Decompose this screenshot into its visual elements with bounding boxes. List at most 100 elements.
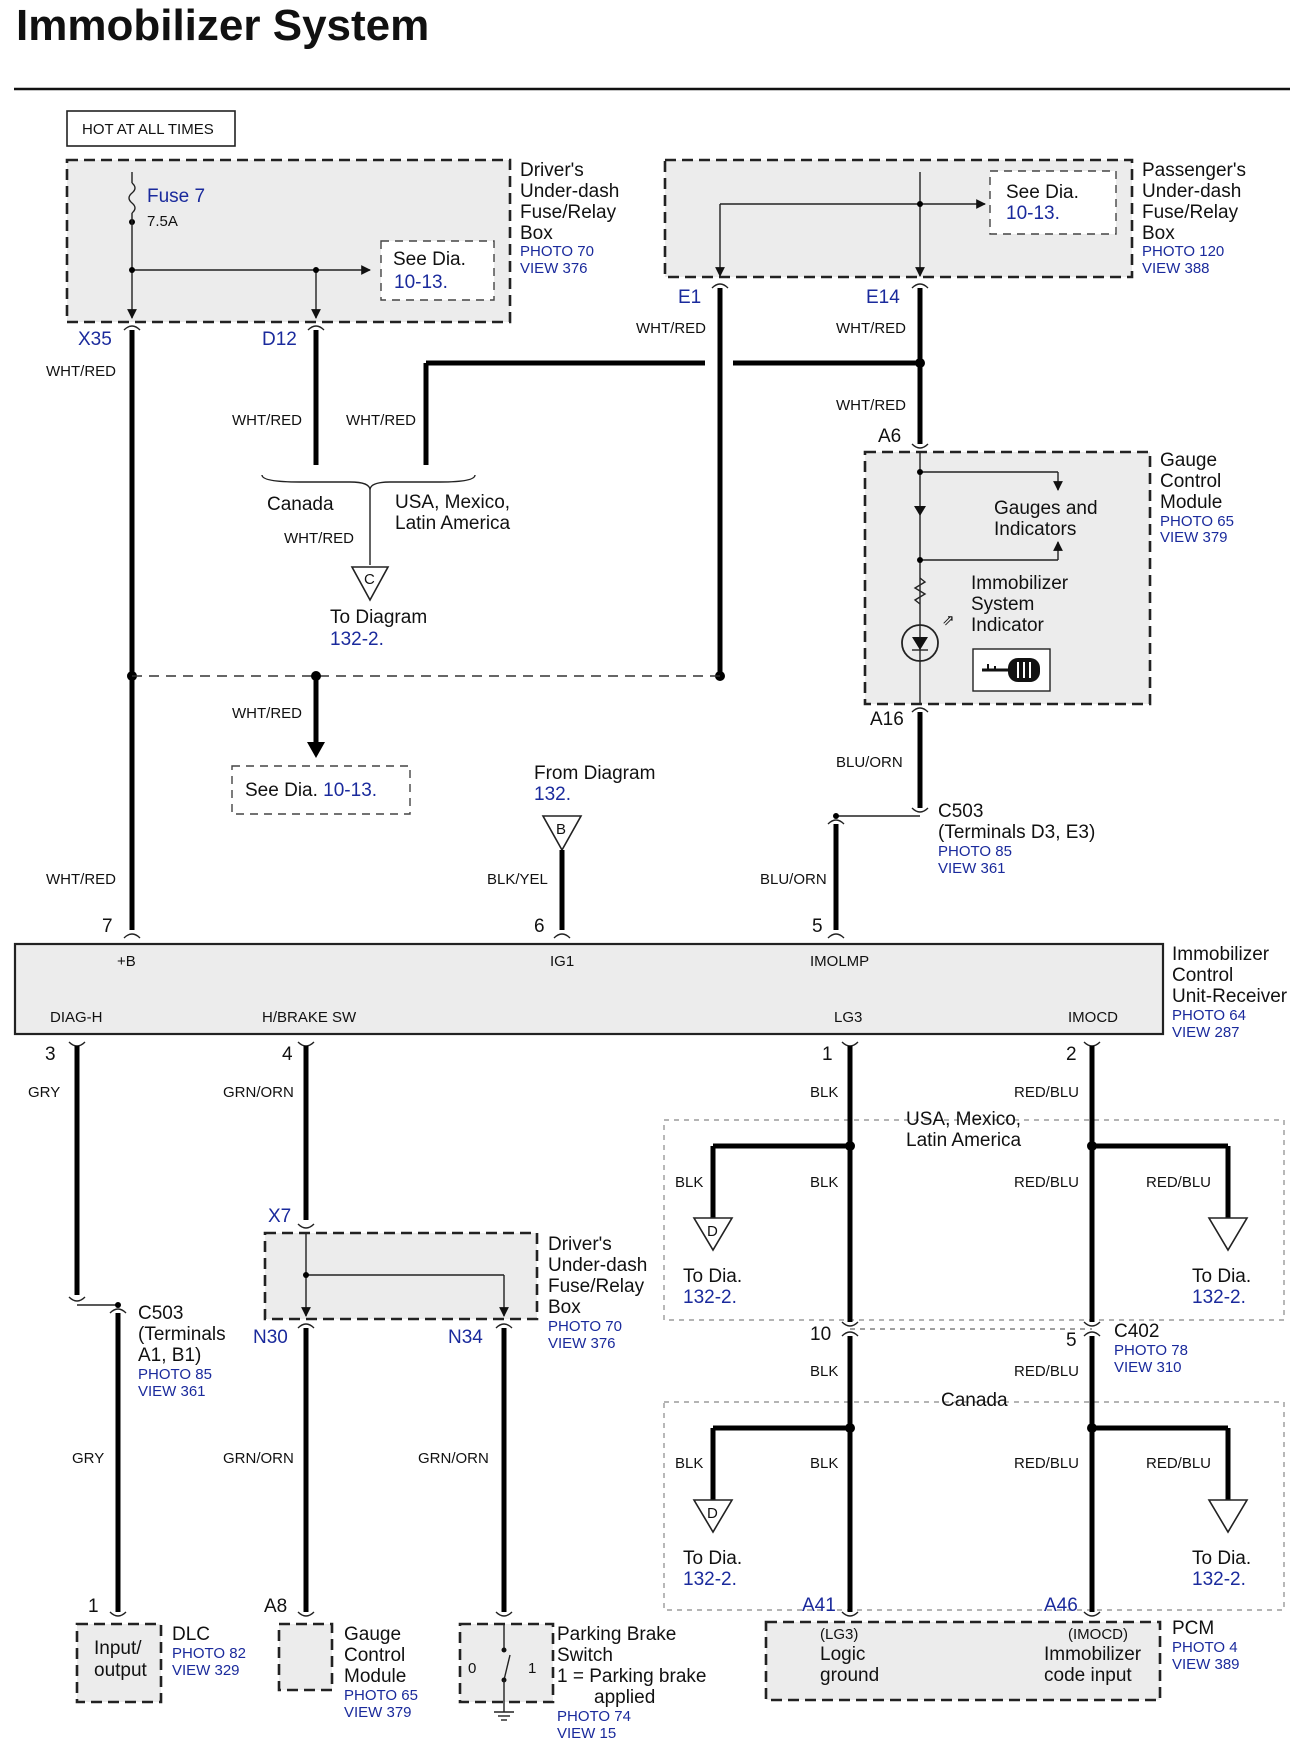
pcm-label: PCM PHOTO 4 VIEW 389 bbox=[1172, 1618, 1240, 1673]
svg-text:Fuse/Relay: Fuse/Relay bbox=[520, 202, 617, 223]
hot-label: HOT AT ALL TIMES bbox=[82, 121, 214, 138]
to-dia-d-1-text: To Dia. bbox=[683, 1266, 742, 1287]
wire-label-canada-red-2: RED/BLU bbox=[1146, 1455, 1211, 1472]
svg-text:VIEW 376: VIEW 376 bbox=[548, 1335, 616, 1352]
terminal-a8: A8 bbox=[264, 1596, 287, 1617]
svg-text:Immobilizer: Immobilizer bbox=[1172, 944, 1270, 965]
connector-d12 bbox=[307, 325, 325, 331]
gauge-module-label: Gauge Control Module PHOTO 65 VIEW 379 bbox=[1160, 450, 1234, 546]
icu-label: Immobilizer Control Unit-Receiver PHOTO … bbox=[1172, 944, 1288, 1041]
indicator-led bbox=[901, 624, 939, 662]
svg-text:Switch: Switch bbox=[557, 1645, 613, 1666]
wire-label-a6: WHT/RED bbox=[836, 397, 906, 414]
terminal-a16: A16 bbox=[870, 709, 904, 730]
wire-label-pin5: BLU/ORN bbox=[760, 871, 827, 888]
fuse-7-symbol bbox=[128, 182, 136, 214]
connector-b-triangle bbox=[541, 815, 583, 852]
wire-label-a16: BLU/ORN bbox=[836, 754, 903, 771]
c503-top-label: C503 (Terminals D3, E3) PHOTO 85 VIEW 36… bbox=[938, 801, 1095, 877]
svg-text:Fuse/Relay: Fuse/Relay bbox=[1142, 202, 1239, 223]
c402-pin-10: 10 bbox=[810, 1324, 831, 1345]
pcm-imocd: (IMOCD) bbox=[1068, 1626, 1128, 1643]
svg-text:VIEW 287: VIEW 287 bbox=[1172, 1024, 1240, 1041]
led-rays: ⇗ bbox=[942, 612, 955, 629]
switch-pos-0: 0 bbox=[468, 1660, 476, 1677]
svg-text:VIEW 361: VIEW 361 bbox=[938, 860, 1006, 877]
icu-signal-hbrake: H/BRAKE SW bbox=[262, 1009, 357, 1026]
wire-label-canada-blk-1: BLK bbox=[675, 1455, 703, 1472]
fuse-rating: 7.5A bbox=[147, 213, 178, 230]
icu-signal-ig1: IG1 bbox=[550, 953, 574, 970]
svg-text:VIEW 310: VIEW 310 bbox=[1114, 1359, 1182, 1376]
svg-text:Module: Module bbox=[1160, 492, 1222, 513]
connector-red-triangle-1 bbox=[1207, 1217, 1249, 1252]
wire-label-usa-red-1: RED/BLU bbox=[1014, 1174, 1079, 1191]
svg-text:Under-dash: Under-dash bbox=[1142, 181, 1241, 202]
dlc-io-2: output bbox=[94, 1660, 148, 1681]
usa-variant-area bbox=[663, 1119, 1285, 1321]
svg-text:VIEW 376: VIEW 376 bbox=[520, 260, 588, 277]
connector-d-triangle-1 bbox=[692, 1217, 734, 1252]
svg-text:Control: Control bbox=[344, 1645, 405, 1666]
c402-label: C402 PHOTO 78 VIEW 310 bbox=[1114, 1321, 1188, 1376]
wire-label-usa-red-2: RED/BLU bbox=[1146, 1174, 1211, 1191]
to-dia-red-2-text: To Dia. bbox=[1192, 1548, 1251, 1569]
see-dia-1-see: See Dia. bbox=[393, 249, 466, 270]
terminal-x35: X35 bbox=[78, 329, 112, 350]
svg-text:PHOTO 70: PHOTO 70 bbox=[520, 243, 594, 260]
connector-red-triangle-2 bbox=[1207, 1499, 1249, 1534]
svg-text:Fuse/Relay: Fuse/Relay bbox=[548, 1276, 645, 1297]
wire-label-n30: GRN/ORN bbox=[223, 1450, 294, 1467]
resistor-symbol bbox=[913, 577, 927, 605]
canada-variant-area bbox=[663, 1401, 1285, 1611]
to-dia-d-2-text: To Dia. bbox=[683, 1548, 742, 1569]
svg-text:PHOTO 120: PHOTO 120 bbox=[1142, 243, 1224, 260]
svg-text:(Terminals: (Terminals bbox=[138, 1324, 226, 1345]
svg-text:C503: C503 bbox=[938, 801, 983, 822]
connector-c-letter: C bbox=[364, 571, 375, 588]
connector-d-triangle-2 bbox=[692, 1499, 734, 1534]
connector-e1 bbox=[711, 283, 729, 289]
wire-label-pin4: GRN/ORN bbox=[223, 1084, 294, 1101]
svg-text:Driver's: Driver's bbox=[548, 1234, 612, 1255]
gauge-module-bottom bbox=[277, 1622, 334, 1692]
svg-text:Unit-Receiver: Unit-Receiver bbox=[1172, 986, 1288, 1007]
svg-text:VIEW 15: VIEW 15 bbox=[557, 1725, 616, 1742]
see-dia-box-2 bbox=[989, 170, 1117, 235]
gauges-label-2: Indicators bbox=[994, 519, 1076, 540]
svg-text:Gauge: Gauge bbox=[344, 1624, 401, 1645]
wire-label-c402-5: RED/BLU bbox=[1014, 1363, 1079, 1380]
fuse-name: Fuse 7 bbox=[147, 186, 205, 207]
svg-text:PHOTO 65: PHOTO 65 bbox=[344, 1687, 418, 1704]
connector-e14 bbox=[911, 283, 929, 289]
icu-pin-5: 5 bbox=[812, 916, 823, 937]
wire-label-x35: WHT/RED bbox=[46, 363, 116, 380]
see-dia-box-1 bbox=[380, 240, 495, 301]
wire-label-n34: GRN/ORN bbox=[418, 1450, 489, 1467]
page-title: Immobilizer System bbox=[16, 1, 429, 50]
terminal-n30: N30 bbox=[253, 1327, 288, 1348]
drivers-fuse-box-2 bbox=[263, 1231, 539, 1321]
drivers-box-2-label: Driver's Under-dash Fuse/Relay Box PHOTO… bbox=[548, 1234, 647, 1352]
terminal-a46: A46 bbox=[1044, 1595, 1078, 1616]
icu-signal-lg3: LG3 bbox=[834, 1009, 862, 1026]
pcm-lg3: (LG3) bbox=[820, 1626, 858, 1643]
terminal-e14: E14 bbox=[866, 287, 900, 308]
terminal-e1: E1 bbox=[678, 287, 701, 308]
connector-d-letter-2: D bbox=[707, 1505, 718, 1522]
wire-label-pin1: BLK bbox=[810, 1084, 838, 1101]
wire-label-e14: WHT/RED bbox=[836, 320, 906, 337]
variant-usa-bottom-1: USA, Mexico, bbox=[906, 1109, 1021, 1130]
to-diagram-c-ref: 132-2. bbox=[330, 629, 384, 650]
wire-label-usa-blk-2: BLK bbox=[810, 1174, 838, 1191]
svg-text:PHOTO 85: PHOTO 85 bbox=[138, 1366, 212, 1383]
variant-usa-top-2: Latin America bbox=[395, 513, 511, 534]
see-dia-2-ref: 10-13. bbox=[1006, 203, 1060, 224]
terminal-d12: D12 bbox=[262, 329, 297, 350]
connector-x35 bbox=[123, 325, 141, 331]
svg-text:Control: Control bbox=[1172, 965, 1233, 986]
connector-b-letter: B bbox=[556, 821, 566, 838]
svg-text:PHOTO 82: PHOTO 82 bbox=[172, 1645, 246, 1662]
svg-text:Passenger's: Passenger's bbox=[1142, 160, 1246, 181]
